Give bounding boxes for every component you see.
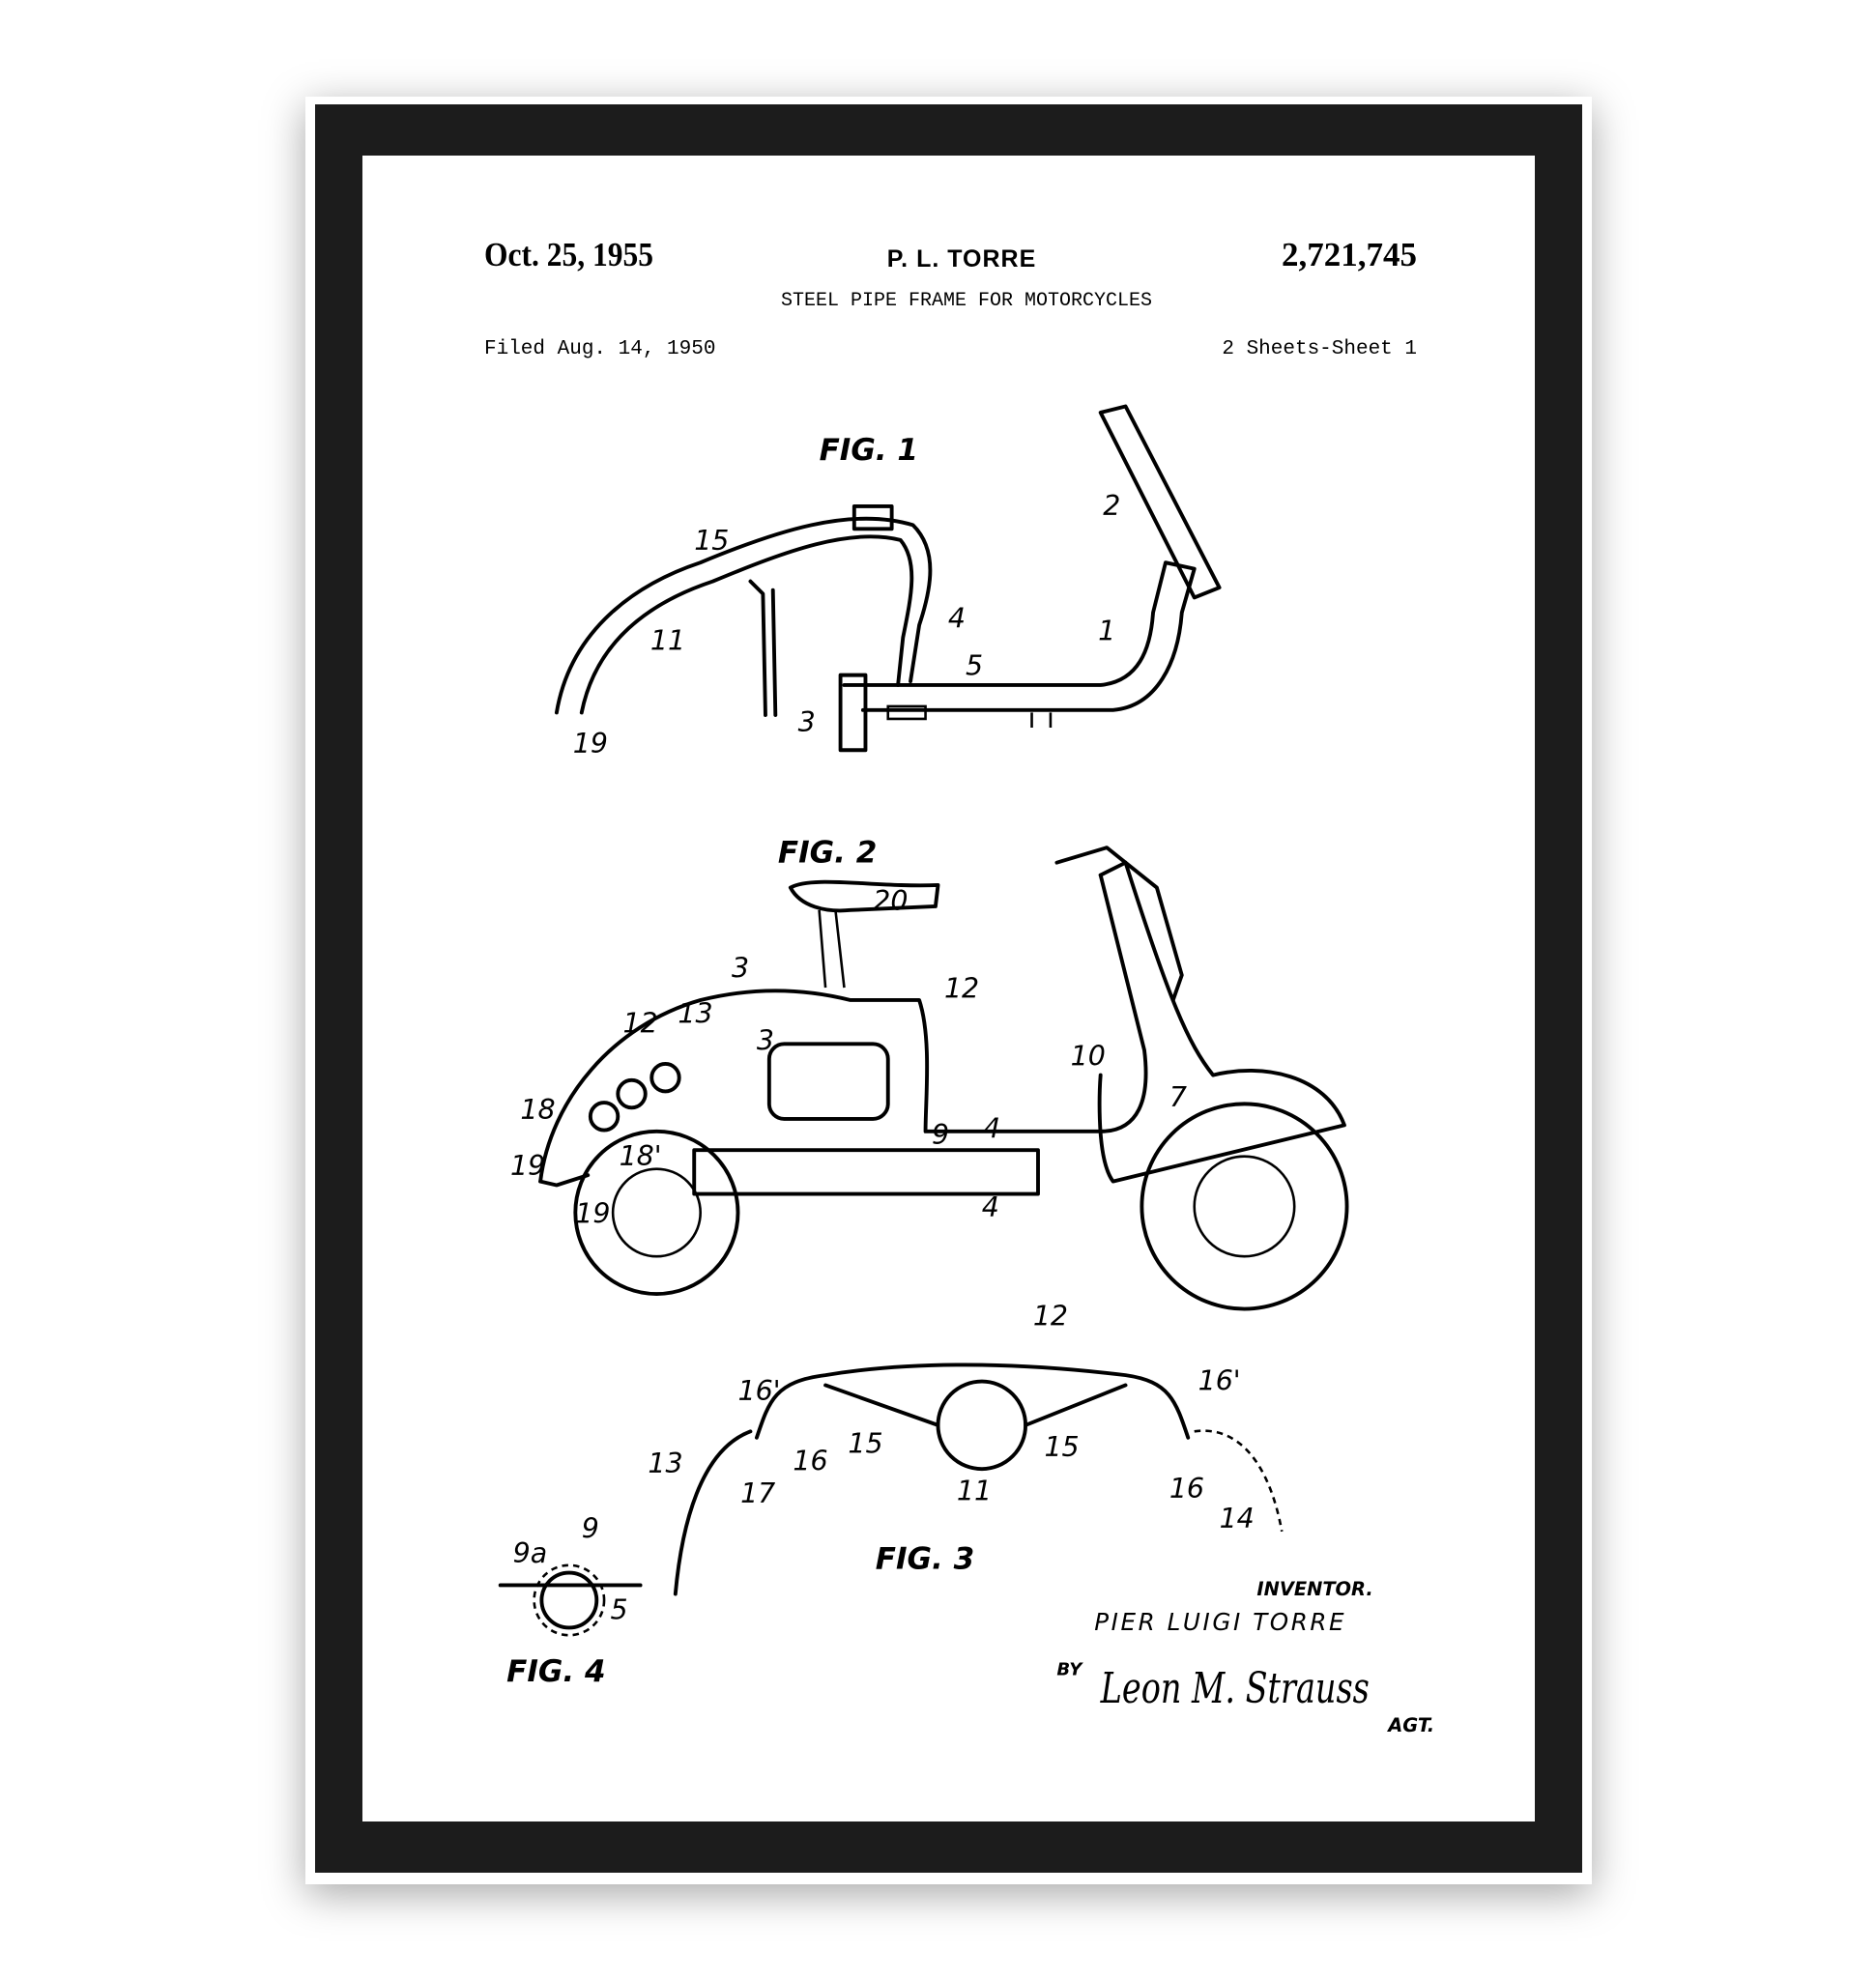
attorney-signature: Leon M. Strauss <box>1100 1664 1370 1713</box>
agent-label: AGT. <box>1386 1714 1434 1736</box>
filed-date: Filed Aug. 14, 1950 <box>484 338 716 360</box>
ref-label: 3 <box>757 1025 774 1057</box>
ref-label: 9a <box>513 1537 548 1569</box>
ref-label: 12 <box>944 972 979 1004</box>
ref-label: 15 <box>848 1427 882 1459</box>
by-label: BY <box>1056 1660 1083 1680</box>
fig3-drawing <box>673 1362 1284 1596</box>
inventor-header: P. L. TORRE <box>886 245 1037 272</box>
ref-label: 11 <box>650 625 685 657</box>
ref-label: 16' <box>738 1375 781 1407</box>
ref-label: 16 <box>793 1445 827 1477</box>
patent-sheet <box>362 156 1535 1821</box>
ref-label: 1 <box>1098 615 1115 646</box>
inventor-name: PIER LUIGI TORRE <box>1094 1608 1346 1636</box>
ref-label: 19 <box>510 1150 545 1182</box>
patent-date: Oct. 25, 1955 <box>484 236 653 273</box>
ref-label: 5 <box>611 1593 628 1625</box>
patent-number: 2,721,745 <box>1282 236 1417 273</box>
fig4-drawing <box>498 1563 643 1637</box>
fig2-label: FIG. 2 <box>778 836 877 871</box>
ref-label: 3 <box>732 953 749 985</box>
ref-label: 11 <box>957 1475 992 1506</box>
fig4-label: FIG. 4 <box>506 1654 605 1689</box>
fig1-drawing <box>554 404 1222 753</box>
ref-label: 5 <box>966 650 983 682</box>
ref-label: 17 <box>740 1477 775 1509</box>
sheet-count: 2 Sheets-Sheet 1 <box>1222 338 1417 360</box>
ref-label: 15 <box>1044 1431 1079 1463</box>
ref-label: 16 <box>1169 1473 1204 1505</box>
patent-title: STEEL PIPE FRAME FOR MOTORCYCLES <box>780 290 1153 312</box>
ref-label: 4 <box>948 602 966 634</box>
ref-label: 4 <box>982 1191 999 1223</box>
inventor-label: INVENTOR. <box>1256 1578 1372 1600</box>
fig3-label: FIG. 3 <box>876 1542 974 1577</box>
ref-label: 9 <box>582 1512 599 1544</box>
ref-label: 14 <box>1220 1503 1255 1534</box>
ref-label: 20 <box>873 885 908 917</box>
ref-label: 19 <box>573 728 608 760</box>
fig1-label: FIG. 1 <box>820 433 918 468</box>
ref-label: 19 <box>575 1197 610 1229</box>
ref-label: 3 <box>798 706 816 738</box>
ref-label: 12 <box>622 1008 657 1040</box>
ref-label: 13 <box>648 1448 682 1479</box>
ref-label: 9 <box>932 1119 949 1151</box>
ref-label: 4 <box>983 1112 1000 1144</box>
ref-label: 18' <box>620 1140 662 1172</box>
fig2-drawing <box>538 846 1349 1311</box>
ref-label: 18 <box>520 1094 555 1126</box>
ref-label: 15 <box>694 525 729 557</box>
ref-label: 2 <box>1103 490 1120 522</box>
ref-label: 12 <box>1033 1300 1068 1332</box>
ref-label: 7 <box>1169 1081 1187 1113</box>
ref-label: 16' <box>1198 1365 1241 1397</box>
ref-label: 13 <box>678 997 712 1029</box>
ref-label: 10 <box>1071 1040 1106 1072</box>
